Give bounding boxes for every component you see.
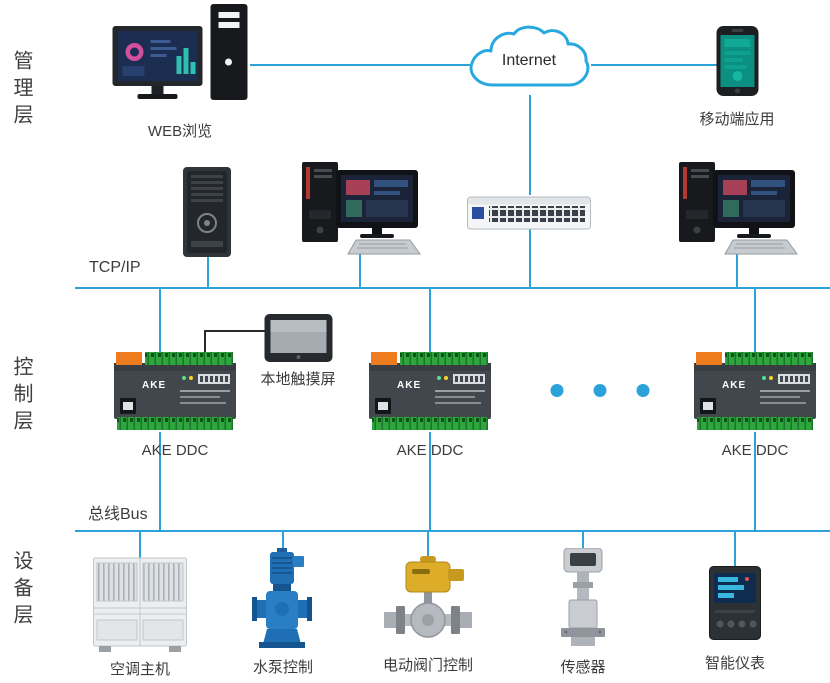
ellipsis-dots	[550, 384, 650, 397]
link-web-cloud	[250, 64, 470, 66]
link-ddc1-touchscreen-v	[204, 330, 206, 352]
link-cloud-mobile	[591, 64, 718, 66]
server-tower-icon	[183, 167, 231, 257]
link-bus-meter	[734, 532, 736, 566]
link-workstation2-backbone	[736, 253, 738, 287]
link-workstation1-backbone	[359, 253, 361, 287]
ddc-brand-text: AKE	[142, 380, 167, 391]
sensor-label: 传感器	[560, 659, 606, 676]
network-switch	[467, 193, 591, 233]
link-ddc3-bus	[754, 432, 756, 530]
pump-node: 水泵控制	[252, 548, 314, 677]
pump-label: 水泵控制	[252, 659, 313, 676]
ac-unit-node: 空调主机	[93, 556, 187, 679]
link-backbone-ddc1	[159, 289, 161, 352]
bus-line	[75, 530, 830, 532]
ddc-node-1: AKE AKE DDC	[114, 350, 236, 459]
link-ddc1-touchscreen-h	[204, 330, 267, 332]
link-bus-ac	[139, 532, 141, 558]
ddc-node-2: AKE AKE DDC	[369, 350, 491, 459]
meter-node: 智能仪表	[705, 566, 765, 673]
mobile-app-node: 移动端应用	[699, 26, 775, 129]
ddc3-label: AKE DDC	[721, 442, 789, 459]
layer-label-management: 管理层	[10, 50, 32, 131]
link-switch-backbone	[529, 229, 531, 287]
water-pump-icon	[252, 548, 312, 648]
workstation-1	[302, 162, 422, 258]
web-browse-label: WEB浏览	[147, 123, 213, 140]
link-backbone-ddc3	[754, 289, 756, 352]
link-bus-valve	[427, 532, 429, 558]
mobile-app-label: 移动端应用	[699, 111, 775, 128]
sensor-node: 传感器	[555, 548, 611, 677]
layer-label-control: 控制层	[10, 356, 32, 437]
ddc-brand-text: AKE	[397, 380, 422, 391]
internet-label: Internet	[501, 52, 557, 69]
ellipsis-dot	[636, 384, 650, 397]
web-browse-station: WEB浏览	[112, 4, 248, 141]
internet-cloud	[463, 22, 595, 100]
ddc1-label: AKE DDC	[141, 442, 209, 459]
ddc-node-3: AKE AKE DDC	[694, 350, 816, 459]
touchscreen-icon	[263, 314, 332, 362]
tcpip-backbone-line	[75, 287, 830, 289]
touchscreen-label: 本地触摸屏	[260, 371, 336, 388]
link-cloud-switch	[529, 95, 531, 195]
internet-cloud-icon	[469, 25, 590, 87]
workstation-2	[679, 162, 799, 258]
workstation-icon	[302, 162, 421, 255]
link-bus-sensor	[582, 532, 584, 550]
valve-label: 电动阀门控制	[382, 657, 474, 674]
meter-label: 智能仪表	[704, 655, 766, 672]
sensor-icon	[561, 548, 605, 646]
server-node	[183, 167, 231, 257]
layer-label-device: 设备层	[10, 550, 32, 631]
link-ddc2-bus	[429, 432, 431, 530]
meter-icon	[708, 566, 761, 640]
ac-unit-icon	[93, 557, 187, 652]
ddc-controller-icon	[114, 352, 236, 430]
tcpip-label: TCP/IP	[89, 259, 141, 276]
link-bus-pump	[282, 532, 284, 552]
touchscreen-node: 本地触摸屏	[260, 314, 336, 389]
link-backbone-ddc2	[429, 289, 431, 352]
ac-unit-label: 空调主机	[109, 661, 170, 678]
link-ddc1-bus	[159, 432, 161, 530]
ddc-controller-icon	[694, 352, 816, 430]
ddc-controller-icon	[369, 352, 491, 430]
network-switch-icon	[467, 196, 591, 230]
ddc-brand-text: AKE	[722, 380, 747, 391]
ellipsis-dot	[593, 384, 607, 397]
workstation-icon	[679, 162, 798, 255]
bus-label: 总线Bus	[88, 506, 148, 523]
link-server-backbone	[207, 255, 209, 287]
mobile-phone-icon	[715, 26, 758, 96]
valve-node: 电动阀门控制	[383, 556, 473, 675]
valve-icon	[383, 556, 472, 638]
web-computer-icon	[112, 4, 248, 100]
ddc2-label: AKE DDC	[396, 442, 464, 459]
ellipsis-dot	[550, 384, 564, 397]
